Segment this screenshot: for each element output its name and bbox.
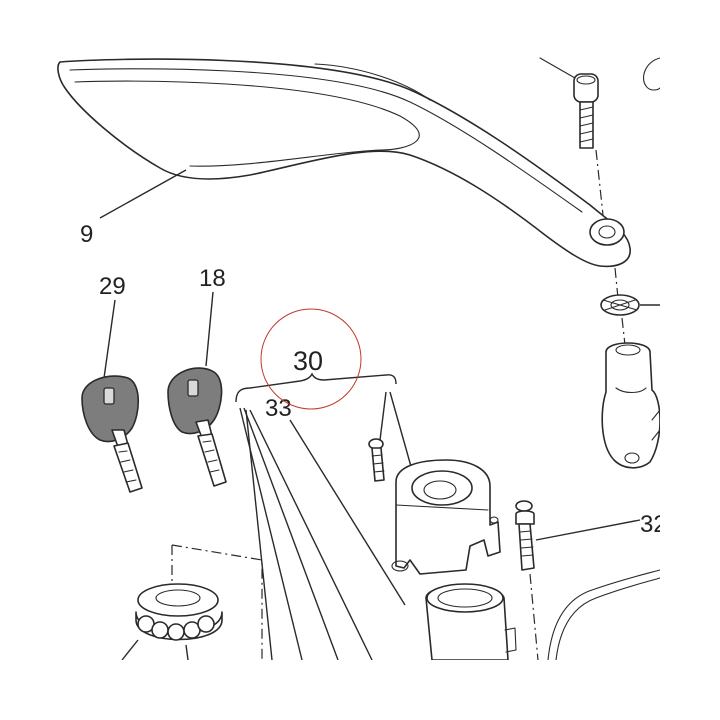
kit-30-bracket bbox=[235, 372, 413, 661]
callout-30: 30 bbox=[293, 346, 323, 376]
callout-29: 29 bbox=[99, 273, 126, 300]
handlebar-clamp bbox=[601, 317, 661, 469]
callout-32-visible: 32 bbox=[640, 511, 667, 538]
highlight-circle bbox=[260, 308, 362, 410]
key-29 bbox=[81, 375, 143, 493]
cable-inner bbox=[555, 577, 661, 661]
callout-33: 33 bbox=[265, 395, 292, 422]
mirror-edge-partial bbox=[642, 57, 661, 91]
cable bbox=[547, 569, 661, 661]
key-29-leader bbox=[103, 299, 116, 379]
key-18-leader bbox=[205, 291, 214, 367]
washer bbox=[600, 267, 660, 316]
key-18 bbox=[167, 367, 227, 487]
bolt-32 bbox=[515, 500, 641, 661]
ignition-body bbox=[425, 583, 517, 661]
right-crop-mask bbox=[660, 0, 720, 720]
small-screw bbox=[368, 438, 385, 482]
mirror-arm bbox=[57, 58, 631, 268]
callout-9: 9 bbox=[80, 221, 93, 248]
steering-bearing bbox=[121, 544, 263, 662]
mirror-screw bbox=[539, 57, 604, 216]
mirror-leader bbox=[99, 169, 187, 219]
callout-18: 18 bbox=[199, 265, 226, 292]
kit-33-leader bbox=[289, 419, 406, 606]
bottom-crop-mask bbox=[0, 660, 720, 720]
ignition-cover bbox=[391, 459, 501, 575]
